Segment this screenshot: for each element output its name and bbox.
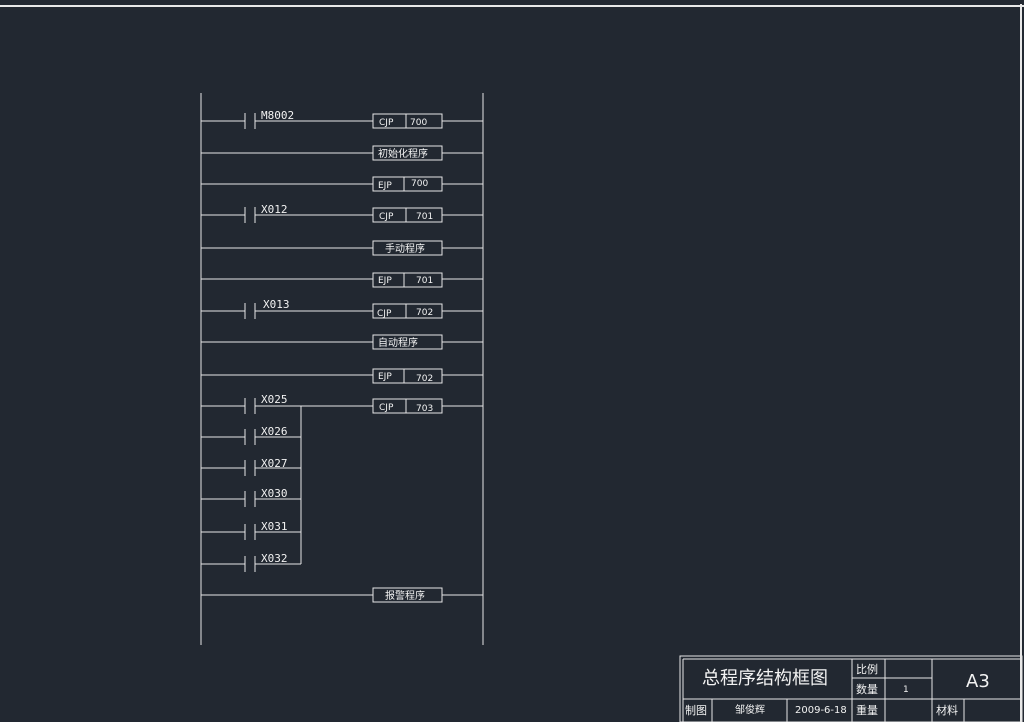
contact-label: X013 <box>263 298 290 311</box>
scale-label: 比例 <box>856 662 878 676</box>
drawing-date: 2009-6-18 <box>795 705 847 716</box>
instruction-label: CJP <box>379 212 394 222</box>
contact-label: X027 <box>261 457 288 470</box>
subroutine-label: 报警程序 <box>385 589 425 602</box>
drawn-by-label: 制图 <box>685 704 707 717</box>
quantity-value: 1 <box>903 685 909 695</box>
drawing-frame-top <box>0 0 1024 7</box>
contact-label: X030 <box>261 487 288 500</box>
contact-label: X012 <box>261 203 288 216</box>
subroutine-label: 初始化程序 <box>378 147 428 160</box>
rung-7: X013 CJP 702 <box>201 298 483 319</box>
operand-label: 701 <box>416 276 433 286</box>
material-label: 材料 <box>936 703 958 717</box>
rung-1: M8002 CJP 700 <box>201 109 483 129</box>
instruction-label: EJP <box>378 181 392 191</box>
operand-label: 701 <box>416 212 433 222</box>
rung-2: 初始化程序 <box>201 145 483 161</box>
drawing-frame-right <box>1020 4 1022 722</box>
contact-label: X032 <box>261 552 288 565</box>
rung-11: 报警程序 <box>201 587 483 603</box>
operand-label: 702 <box>416 308 433 318</box>
title-block: 总程序结构框图 比例 数量 1 A3 制图 邹俊辉 2009-6-18 重量 材… <box>679 655 1023 722</box>
instruction-label: CJP <box>379 403 394 413</box>
instruction-label: CJP <box>379 118 394 128</box>
contact-label: X025 <box>261 393 288 406</box>
sheet-size: A3 <box>966 671 990 692</box>
rung-5: 手动程序 <box>201 240 483 256</box>
rung-3: EJP 700 <box>201 176 483 192</box>
quantity-label: 数量 <box>856 683 878 696</box>
contact-label: X031 <box>261 520 288 533</box>
instruction-label: EJP <box>378 276 392 286</box>
instruction-label: EJP <box>378 372 392 382</box>
rung-8: 自动程序 <box>201 334 483 350</box>
subroutine-label: 手动程序 <box>385 242 425 255</box>
instruction-label: CJP <box>377 309 392 319</box>
operand-label: 700 <box>411 179 428 189</box>
drawing-title: 总程序结构框图 <box>702 668 828 689</box>
rung-4: X012 CJP 701 <box>201 203 483 223</box>
operand-label: 702 <box>416 374 433 384</box>
contact-label: X026 <box>261 425 288 438</box>
rung-6: EJP 701 <box>201 272 483 288</box>
weight-label: 重量 <box>856 703 878 717</box>
subroutine-label: 自动程序 <box>378 336 418 349</box>
contact-label: M8002 <box>261 109 294 122</box>
drawn-by-name: 邹俊辉 <box>735 703 765 716</box>
rung-10: X025 X026 X027 X030 X031 X032 <box>201 393 483 572</box>
operand-label: 700 <box>410 118 427 128</box>
rung-9: EJP 702 <box>201 368 483 384</box>
operand-label: 703 <box>416 404 433 414</box>
